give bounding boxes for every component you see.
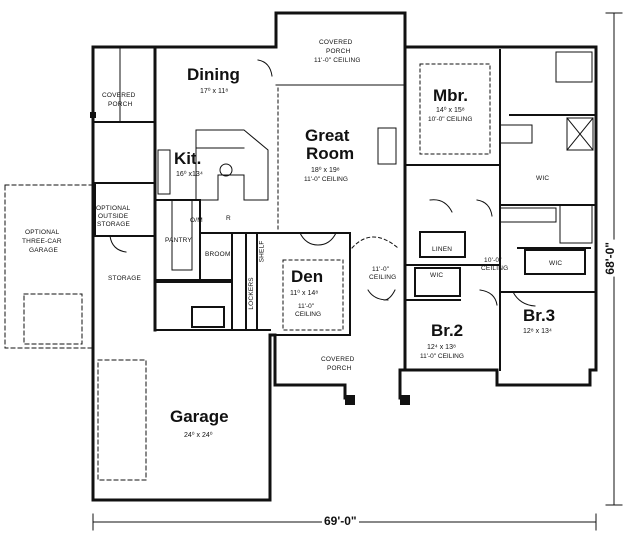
- room-dims-den: 11⁰ x 14⁸: [290, 290, 319, 297]
- room-name-br3: Br.3: [523, 306, 556, 325]
- label-covered-porch-left-2: PORCH: [108, 101, 133, 108]
- label-optional-storage-2: OUTSIDE: [98, 213, 129, 220]
- room-name-great-room-line1: Great: [305, 126, 350, 145]
- porch-posts: [90, 112, 410, 405]
- label-br3-hall-ceiling-2: CEILING: [481, 265, 509, 272]
- fixtures: [97, 46, 594, 481]
- label-optional-garage-3: GARAGE: [29, 247, 59, 254]
- label-optional-storage-1: OPTIONAL: [96, 205, 131, 212]
- label-r: R: [226, 215, 231, 222]
- label-wic-br3: WIC: [549, 260, 563, 267]
- optional-garage-outline: [4, 184, 94, 349]
- room-ceiling-den-line2: CEILING: [295, 311, 322, 318]
- exterior-walls: [91, 11, 598, 502]
- label-optional-garage-1: OPTIONAL: [25, 229, 60, 236]
- room-dims-br2: 12⁴ x 13⁸: [427, 344, 456, 351]
- room-dims-dining: 17⁰ x 11⁸: [200, 88, 229, 95]
- label-covered-porch-top-1: COVERED: [319, 39, 353, 46]
- label-broom: BROOM: [205, 251, 231, 258]
- label-pantry: PANTRY: [165, 237, 192, 244]
- label-covered-porch-front-1: COVERED: [321, 356, 355, 363]
- label-covered-porch-left-1: COVERED: [102, 92, 136, 99]
- room-name-garage: Garage: [170, 407, 229, 426]
- label-linen: LINEN: [432, 246, 453, 253]
- dimension-width-label: 69'-0": [322, 514, 359, 528]
- label-wic-br2: WIC: [430, 272, 444, 279]
- room-ceiling-master: 10'-0" CEILING: [428, 116, 473, 123]
- interior-walls: [92, 49, 597, 371]
- room-ceiling-br2: 11'-0" CEILING: [420, 353, 464, 360]
- label-shelf: SHELF: [258, 240, 266, 263]
- label-covered-porch-top-ceiling: 11'-0" CEILING: [314, 57, 361, 64]
- room-ceiling-den-line1: 11'-0": [298, 303, 315, 310]
- room-dims-br3: 12⁸ x 13⁴: [523, 328, 552, 335]
- label-storage: STORAGE: [108, 275, 142, 282]
- label-wic-master: WIC: [536, 175, 550, 182]
- room-ceiling-great-room: 11'-0" CEILING: [304, 176, 348, 183]
- label-lockers: LOCKERS: [247, 277, 255, 310]
- room-dims-garage: 24⁰ x 24⁰: [184, 432, 213, 439]
- label-hall-ceiling-1: 11'-0": [372, 266, 390, 273]
- room-dims-great-room: 18⁰ x 19⁸: [311, 167, 340, 174]
- room-name-br2: Br.2: [431, 321, 464, 340]
- label-om: O/M: [190, 217, 203, 224]
- label-br3-hall-ceiling-1: 10'-0": [484, 257, 502, 264]
- label-covered-porch-front-2: PORCH: [327, 365, 352, 372]
- room-name-great-room-line2: Room: [306, 144, 355, 163]
- label-hall-ceiling-2: CEILING: [369, 274, 397, 281]
- label-optional-storage-3: STORAGE: [97, 221, 131, 228]
- label-optional-garage-2: THREE-CAR: [22, 238, 62, 245]
- room-dims-kitchen: 16⁰ x13⁴: [176, 171, 203, 178]
- label-covered-porch-top-2: PORCH: [326, 48, 351, 55]
- room-name-dining: Dining: [187, 65, 240, 84]
- room-name-kitchen: Kit.: [174, 149, 202, 168]
- room-name-den: Den: [291, 267, 324, 286]
- dimension-depth-label: 68'-0": [602, 240, 617, 277]
- room-dims-master: 14⁰ x 15⁸: [436, 107, 465, 114]
- room-name-master: Mbr.: [433, 86, 468, 105]
